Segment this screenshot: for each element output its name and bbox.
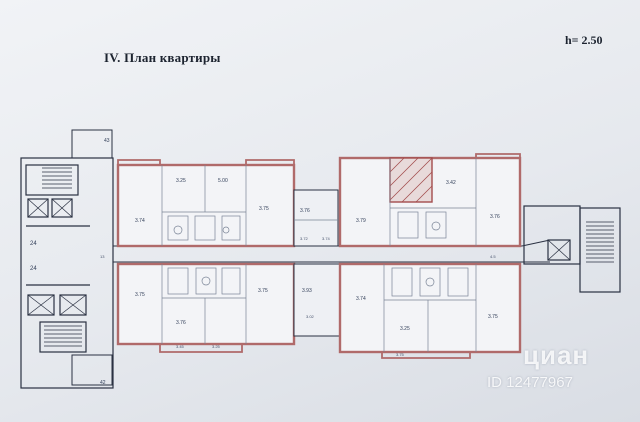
- left-block-top-extension: [71, 129, 113, 159]
- apartment-a3: 3.79 3.42 3.76: [338, 156, 522, 248]
- watermark-logo: циан: [523, 340, 590, 370]
- room-label: 3.75: [258, 288, 268, 294]
- room-label: 3.76: [176, 320, 186, 326]
- room-label: 3.42: [446, 180, 456, 186]
- dim-left-1: 24: [30, 241, 37, 247]
- stair-top: [25, 164, 79, 196]
- dim-corridor-left: 13: [100, 254, 105, 259]
- room-label: 3.45: [176, 344, 185, 349]
- dim-stair-top: 43: [104, 138, 110, 144]
- room-label: 3.72: [300, 236, 309, 241]
- dim-stair-bottom: 42: [100, 380, 106, 386]
- lift-box-2: [51, 198, 73, 218]
- lift-box-1: [27, 198, 49, 218]
- dim-left-2: 24: [30, 266, 37, 272]
- stair-top-steps: [42, 167, 72, 189]
- stair-bottom: [39, 321, 87, 353]
- room-label: 3.25: [212, 344, 221, 349]
- right-stair-block: [523, 205, 621, 293]
- dim-corridor-right: 4.5: [490, 254, 496, 259]
- room-label: 3.74: [356, 296, 366, 302]
- room-label: 3.93: [302, 288, 312, 294]
- room-label: 3.75: [488, 314, 498, 320]
- apartment-b1: 3.74 3.25 3.75: [338, 262, 522, 354]
- room-label: 3.76: [490, 214, 500, 220]
- apartment-a2: 3.76 3.72 3.74: [293, 189, 339, 247]
- room-label: 3.02: [306, 314, 315, 319]
- room-label: 3.74: [135, 218, 145, 224]
- left-stair-block: [20, 129, 114, 389]
- lift-box-3: [27, 294, 55, 316]
- bay-windows: [117, 153, 521, 359]
- room-label: 3.25: [400, 326, 410, 332]
- room-label: 3.76: [300, 208, 310, 214]
- apartment-a1: 3.25 5.00 3.74 3.75: [116, 163, 296, 248]
- left-block-bottom-extension: [71, 354, 113, 386]
- left-block-outline: [20, 157, 114, 389]
- lift-box-right: [547, 239, 571, 261]
- room-label: 3.79: [356, 218, 366, 224]
- room-label: 3.75: [259, 206, 269, 212]
- apartment-a4: 3.75 3.76 3.75: [116, 262, 296, 346]
- room-label: 3.25: [176, 178, 186, 184]
- room-label: 5.00: [218, 178, 228, 184]
- central-hall: 3.93 3.02: [293, 263, 341, 337]
- stair-bottom-steps: [44, 325, 82, 347]
- room-label: 3.74: [322, 236, 331, 241]
- lift-box-4: [59, 294, 87, 316]
- ceiling-height: h= 2.50: [565, 33, 603, 47]
- watermark-id: ID 12477967: [487, 374, 573, 391]
- stair-right-steps: [586, 221, 614, 263]
- document-title: IV. План квартиры: [104, 50, 221, 65]
- room-label: 3.75: [396, 352, 405, 357]
- room-label: 3.75: [135, 292, 145, 298]
